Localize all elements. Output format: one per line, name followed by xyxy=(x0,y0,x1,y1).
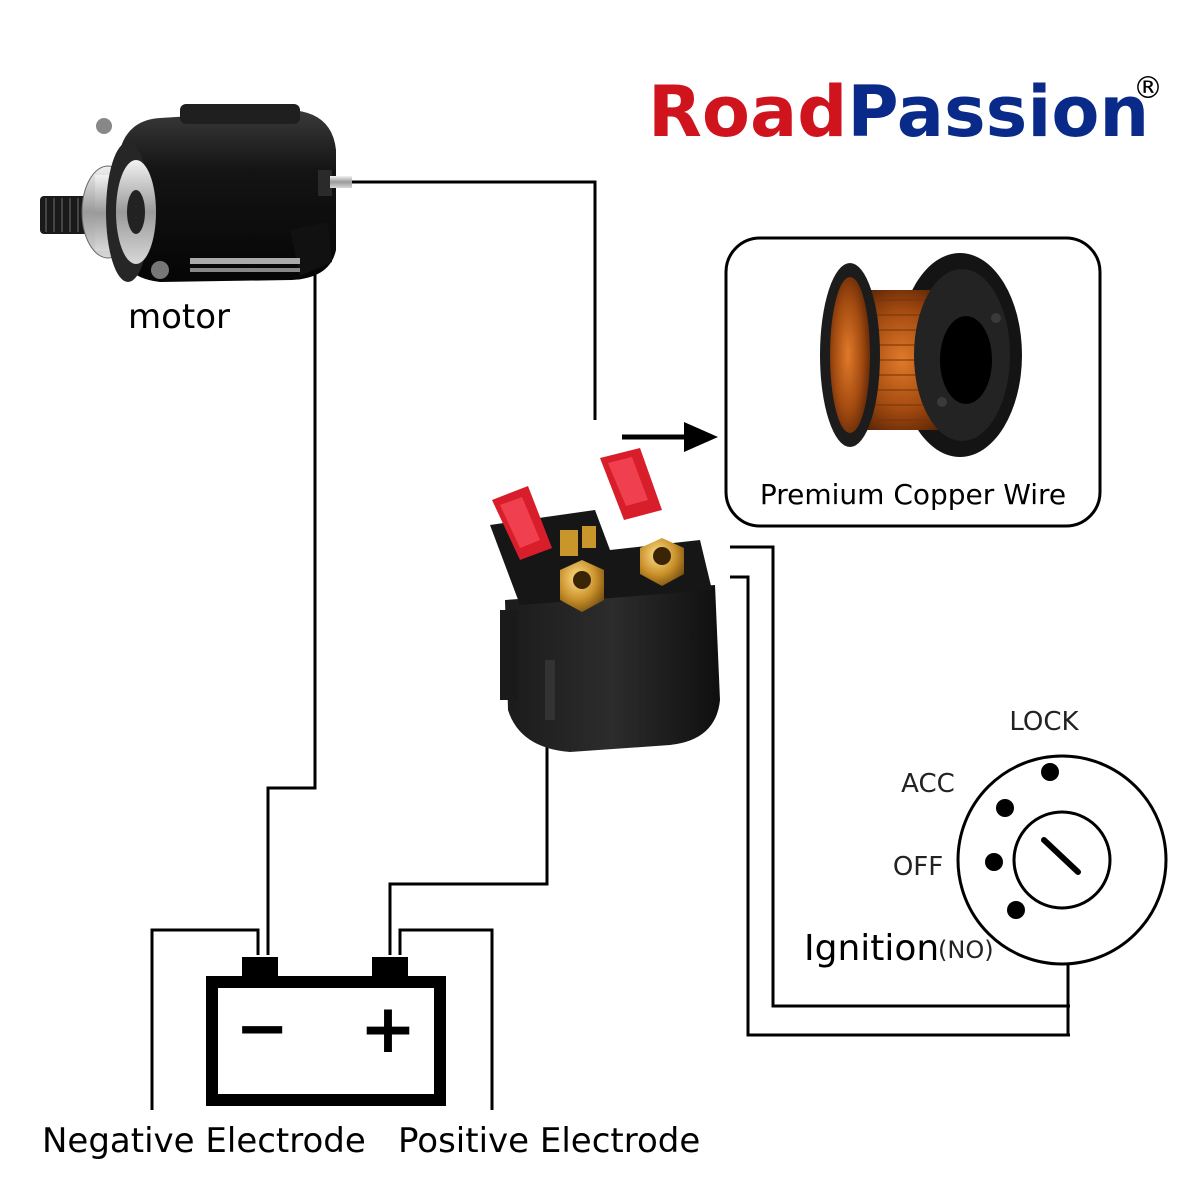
brand-road: Road xyxy=(648,71,847,153)
acc-position-dot xyxy=(996,799,1014,817)
copper-wire-spool-icon xyxy=(820,253,1022,457)
negative-electrode-label: Negative Electrode xyxy=(42,1121,366,1161)
ignition-suffix: (NO) xyxy=(938,936,994,964)
off-position-dot xyxy=(985,853,1003,871)
wire-motor-to-negative xyxy=(266,268,317,955)
motor-label: motor xyxy=(128,297,230,337)
brand-logo: RoadPassion xyxy=(648,71,1149,153)
lock-position-dot xyxy=(1041,763,1059,781)
wire-relay-to-ignition-1 xyxy=(730,545,1070,1008)
wire-positive-leader xyxy=(398,928,494,1110)
registered-mark: ® xyxy=(1133,71,1163,106)
positive-electrode-label: Positive Electrode xyxy=(398,1121,700,1161)
ignition-title: Ignition xyxy=(804,928,939,969)
battery-icon xyxy=(206,957,446,1106)
ignition-off-label: OFF xyxy=(893,852,943,882)
wire-relay-to-ignition-2 xyxy=(730,575,1070,1037)
on-position-dot xyxy=(1007,901,1025,919)
ignition-lock-label: LOCK xyxy=(1009,707,1079,737)
battery-plus-sign: + xyxy=(360,990,417,1069)
battery-minus-sign: − xyxy=(235,992,289,1066)
wire-negative-leader xyxy=(150,928,260,1110)
wire-relay-to-positive xyxy=(388,742,549,955)
brand-passion: Passion xyxy=(847,71,1149,153)
ignition-switch-icon xyxy=(956,754,1168,966)
copper-wire-label: Premium Copper Wire xyxy=(760,478,1066,511)
wire-motor-to-relay xyxy=(352,180,597,420)
wires xyxy=(150,180,1070,1110)
ignition-acc-label: ACC xyxy=(901,769,955,799)
starter-relay-icon xyxy=(490,448,720,752)
arrow-right-icon xyxy=(622,422,718,452)
starter-motor-icon xyxy=(40,104,352,282)
